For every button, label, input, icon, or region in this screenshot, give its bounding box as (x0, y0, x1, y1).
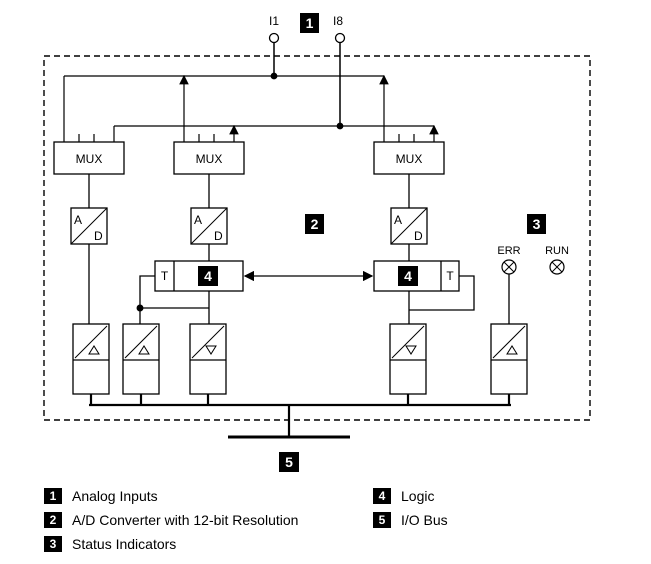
input-terminal-i8: I8 (333, 14, 346, 126)
output-modules (72, 323, 528, 395)
adc-block-1: A D (70, 207, 108, 245)
internal-bus (89, 394, 511, 437)
input-bus-lines (63, 72, 439, 142)
module-boundary (43, 55, 591, 421)
logic-block-right: T 4 (373, 260, 460, 292)
badge-4-left: 4 (204, 268, 212, 284)
run-label: RUN (545, 245, 569, 257)
run-indicator: RUN (545, 245, 569, 275)
badge-5: 5 (279, 452, 299, 472)
legend-badge: 1 (44, 488, 62, 504)
svg-text:MUX: MUX (396, 152, 423, 166)
output-module-2 (122, 323, 160, 395)
legend-badge: 2 (44, 512, 62, 528)
input-label-i8: I8 (333, 14, 343, 28)
adc-block-3: A D (390, 207, 428, 245)
badge-4-right: 4 (404, 268, 412, 284)
logic-block-left: T 4 (154, 260, 244, 292)
svg-text:D: D (414, 229, 423, 243)
legend-badge: 4 (373, 488, 391, 504)
mux-block-2: MUX (173, 141, 245, 175)
svg-text:3: 3 (533, 216, 541, 232)
err-label: ERR (497, 245, 520, 257)
legend-text: I/O Bus (401, 512, 448, 528)
mux-block-1: MUX (53, 141, 125, 175)
legend-item-ad-converter: 2 A/D Converter with 12-bit Resolution (44, 512, 298, 528)
svg-text:1: 1 (306, 15, 314, 31)
input-label-i1: I1 (269, 14, 279, 28)
err-indicator: ERR (497, 245, 521, 324)
legend-item-analog-inputs: 1 Analog Inputs (44, 488, 158, 504)
logic-t-right: T (446, 269, 454, 283)
svg-text:A: A (194, 213, 202, 227)
input-terminal-i1: I1 (268, 14, 279, 76)
mux-block-3: MUX (373, 141, 445, 175)
svg-text:2: 2 (311, 216, 319, 232)
svg-text:D: D (214, 229, 223, 243)
output-module-3 (189, 323, 227, 395)
legend-text: Status Indicators (72, 536, 177, 552)
svg-text:A: A (74, 213, 82, 227)
legend-text: Analog Inputs (72, 488, 158, 504)
output-module-4 (389, 323, 427, 395)
legend-badge: 3 (44, 536, 62, 552)
output-module-5 (490, 323, 528, 395)
output-module-1 (72, 323, 110, 395)
legend-text: Logic (401, 488, 435, 504)
legend-item-io-bus: 5 I/O Bus (373, 512, 448, 528)
legend-item-status-indicators: 3 Status Indicators (44, 536, 176, 552)
legend-item-logic: 4 Logic (373, 488, 434, 504)
svg-text:A: A (394, 213, 402, 227)
legend-text: A/D Converter with 12-bit Resolution (72, 512, 299, 528)
mux-adc-links (88, 174, 410, 208)
badge-1: 1 (300, 13, 319, 33)
adc-block-2: A D (190, 207, 228, 245)
badge-2: 2 (305, 214, 324, 234)
svg-text:D: D (94, 229, 103, 243)
t-wiring (136, 275, 475, 324)
badge-3: 3 (527, 214, 546, 234)
svg-text:MUX: MUX (196, 152, 223, 166)
svg-text:5: 5 (285, 454, 293, 470)
logic-t-left: T (161, 269, 169, 283)
adc-output-links (88, 244, 410, 324)
svg-text:MUX: MUX (76, 152, 103, 166)
legend-badge: 5 (373, 512, 391, 528)
